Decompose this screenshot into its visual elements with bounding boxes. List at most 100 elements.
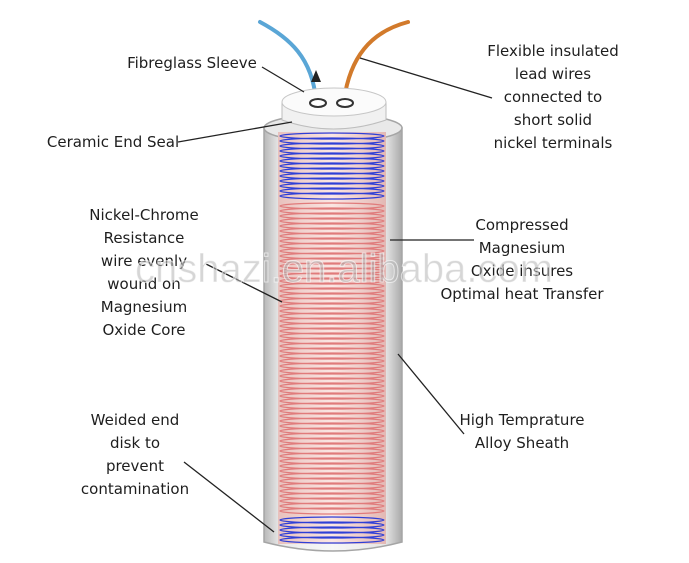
end-coil-bottom bbox=[279, 516, 385, 544]
label-line: Ceramic End Seal bbox=[46, 133, 180, 151]
coil-winding bbox=[279, 492, 385, 500]
label-line: short solid bbox=[513, 111, 593, 129]
coil-winding bbox=[279, 147, 385, 155]
label-line: Oxide insures bbox=[470, 262, 574, 280]
coil-winding bbox=[279, 536, 385, 544]
label-line: Oxide Core bbox=[102, 321, 186, 339]
coil-winding bbox=[279, 312, 385, 320]
coil-winding bbox=[279, 372, 385, 380]
end-coil-top bbox=[279, 132, 385, 200]
coil-winding bbox=[279, 207, 385, 215]
coil-winding bbox=[279, 287, 385, 295]
coil-winding bbox=[279, 192, 385, 200]
coil-winding bbox=[279, 497, 385, 505]
coil-winding bbox=[279, 427, 385, 435]
label-line: Resistance bbox=[103, 229, 185, 247]
label-line: Magnesium bbox=[478, 239, 566, 257]
label-line: lead wires bbox=[514, 65, 592, 83]
coil-winding bbox=[279, 487, 385, 495]
coil-winding bbox=[279, 337, 385, 345]
label-line: Compressed bbox=[475, 216, 569, 234]
coil-winding bbox=[279, 417, 385, 425]
coil-winding bbox=[279, 432, 385, 440]
coil-winding bbox=[279, 277, 385, 285]
coil-winding bbox=[279, 412, 385, 420]
coil-winding bbox=[279, 317, 385, 325]
label-line: Nickel-Chrome bbox=[89, 206, 199, 224]
coil-winding bbox=[279, 502, 385, 510]
label-line: connected to bbox=[503, 88, 603, 106]
coil-winding bbox=[279, 467, 385, 475]
coil-winding bbox=[279, 392, 385, 400]
coil-winding bbox=[279, 202, 385, 210]
leader-alloy-sheath bbox=[397, 353, 465, 435]
coil-winding bbox=[279, 447, 385, 455]
label-line: High Temprature bbox=[459, 411, 585, 429]
lead-wire-orange bbox=[342, 20, 410, 102]
coil-winding bbox=[279, 327, 385, 335]
label-ceramic-end-seal: Ceramic End Seal bbox=[47, 131, 179, 154]
coil-winding bbox=[279, 352, 385, 360]
label-fibreglass-sleeve: Fibreglass Sleeve bbox=[127, 52, 257, 75]
coil-winding bbox=[279, 442, 385, 450]
coil-winding bbox=[279, 452, 385, 460]
leader-fibreglass-sleeve bbox=[261, 66, 305, 93]
coil-winding bbox=[279, 382, 385, 390]
terminal-hole-left bbox=[309, 98, 327, 108]
coil-winding bbox=[279, 182, 385, 190]
coil-winding bbox=[279, 272, 385, 280]
coil-winding bbox=[279, 237, 385, 245]
label-line: Alloy Sheath bbox=[474, 434, 570, 452]
coil-winding bbox=[279, 167, 385, 175]
coil-winding bbox=[279, 457, 385, 465]
coil-winding bbox=[279, 172, 385, 180]
label-line: nickel terminals bbox=[493, 134, 613, 152]
coil-winding bbox=[279, 302, 385, 310]
label-line: contamination bbox=[80, 480, 190, 498]
leader-lead-wires bbox=[359, 57, 493, 99]
coil-winding bbox=[279, 531, 385, 539]
coil-winding bbox=[279, 362, 385, 370]
coil-winding bbox=[279, 387, 385, 395]
coil-winding bbox=[279, 516, 385, 524]
coil-winding bbox=[279, 526, 385, 534]
coil-winding bbox=[279, 227, 385, 235]
coil-winding bbox=[279, 217, 385, 225]
coil-winding bbox=[279, 322, 385, 330]
terminal-hole-right bbox=[336, 98, 354, 108]
coil-winding bbox=[279, 212, 385, 220]
coil-winding bbox=[279, 507, 385, 515]
lead-wire-blue bbox=[258, 20, 318, 102]
coil-winding bbox=[279, 472, 385, 480]
coil-winding bbox=[279, 142, 385, 150]
coil-winding bbox=[279, 462, 385, 470]
coil-winding bbox=[279, 347, 385, 355]
coil-winding bbox=[279, 407, 385, 415]
arrow-head bbox=[311, 70, 321, 82]
coil-winding bbox=[279, 157, 385, 165]
coil-winding bbox=[279, 152, 385, 160]
coil-winding bbox=[279, 267, 385, 275]
leader-ceramic-end-seal bbox=[177, 121, 293, 143]
coil-winding bbox=[279, 332, 385, 340]
coil-winding bbox=[279, 162, 385, 170]
label-line: wound on bbox=[107, 275, 181, 293]
label-line: prevent bbox=[105, 457, 165, 475]
coil-winding bbox=[279, 367, 385, 375]
coil-winding bbox=[279, 257, 385, 265]
coil-winding bbox=[279, 242, 385, 250]
coil-winding bbox=[279, 247, 385, 255]
coil-winding bbox=[279, 282, 385, 290]
label-line: Optimal heat Transfer bbox=[440, 285, 604, 303]
label-line: Fibreglass Sleeve bbox=[127, 54, 257, 72]
label-line: wire evenly bbox=[100, 252, 188, 270]
coil-winding bbox=[279, 262, 385, 270]
coil-winding bbox=[279, 137, 385, 145]
svg-text:cnshazi.en.alibaba.com: cnshazi.en.alibaba.com bbox=[135, 247, 553, 291]
label-line: Magnesium bbox=[100, 298, 188, 316]
